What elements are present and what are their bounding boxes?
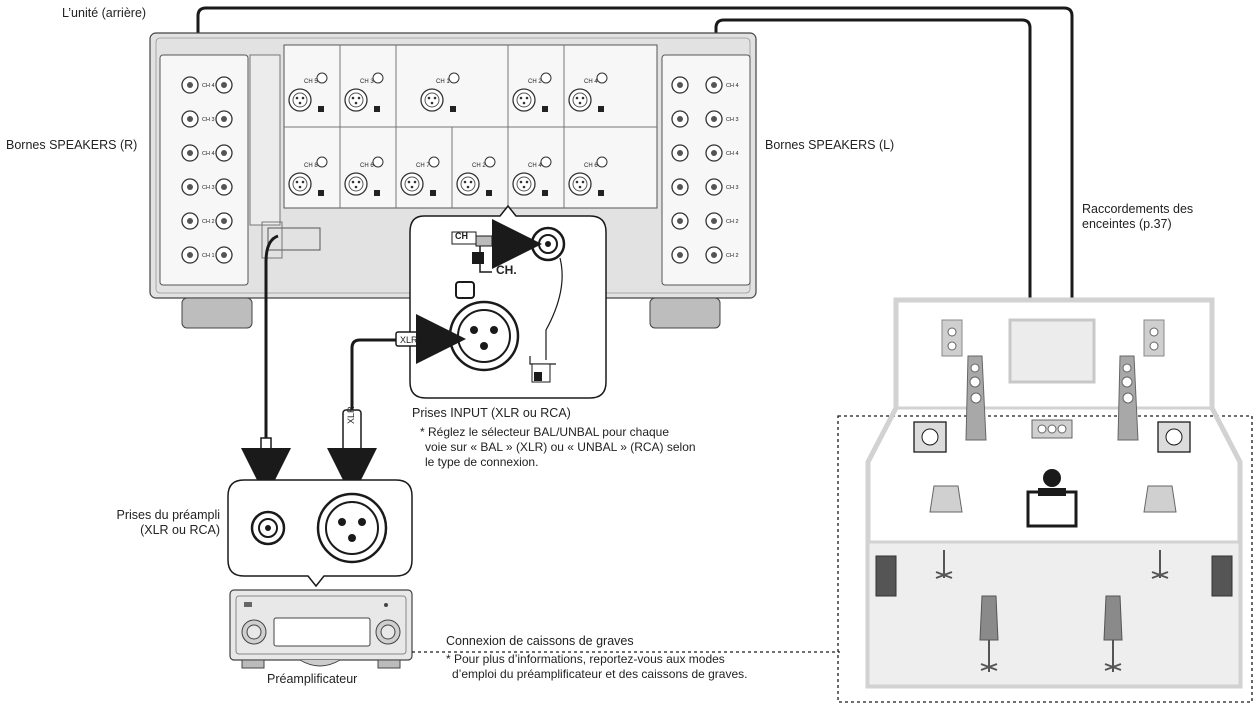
speaker-terminal-pair: CH 3 (181, 110, 233, 128)
terminal-label: CH 3 (202, 117, 215, 123)
speaker-terminal-pair: CH 2 (671, 246, 739, 264)
terminal-label: CH 4 (726, 151, 739, 157)
xlr-jack-top: CH 1 (420, 72, 460, 112)
channel-label: CH 3 (360, 79, 374, 85)
listening-room (837, 297, 1253, 703)
xlr-input-row-top: CH 5 CH 3 CH 1 CH 2 CH 4 (288, 72, 608, 112)
speaker-cables (196, 6, 1074, 300)
callout-ch-dot-label: CH. (496, 263, 517, 277)
input-note-line-3: le type de connexion. (425, 455, 539, 469)
callout-ch-tag: CH (455, 231, 468, 241)
speaker-terminal-pair: CH 2 (671, 212, 739, 230)
speaker-connections-label-2: enceintes (p.37) (1082, 217, 1172, 231)
input-note-line-1: * Réglez le sélecteur BAL/UNBAL pour cha… (420, 425, 670, 439)
channel-label: CH 8 (304, 163, 318, 169)
input-jacks-title: Prises INPUT (XLR ou RCA) (412, 406, 571, 420)
terminal-label: CH 2 (202, 219, 215, 225)
preamplifier-device (229, 589, 413, 669)
speaker-terminal-pair: CH 2 (181, 212, 233, 230)
xlr-jack-bottom: CH 6 (344, 156, 384, 196)
speaker-terminal-pair: CH 3 (671, 110, 739, 128)
unit-rear-label: L’unité (arrière) (62, 6, 147, 20)
xlr-jack-top: CH 4 (568, 72, 608, 112)
xlr-jack-top: CH 5 (288, 72, 328, 112)
channel-label: CH 1 (436, 79, 450, 85)
channel-label: CH 4 (584, 79, 598, 85)
preamp-jacks-label-1: Prises du préampli (116, 508, 220, 522)
terminal-label: CH 4 (202, 83, 215, 89)
subwoofer-note-line-1: * Pour plus d’informations, reportez-vou… (446, 652, 725, 666)
channel-label: CH 2 (472, 163, 486, 169)
terminal-label: CH 3 (202, 185, 215, 191)
channel-label: CH 6 (584, 163, 598, 169)
xlr-jack-top: CH 3 (344, 72, 384, 112)
terminal-label: CH 1 (202, 253, 215, 259)
speakers-l-label: Bornes SPEAKERS (L) (765, 138, 895, 152)
channel-label: CH 2 (528, 79, 542, 85)
cable-xlr-label: XLR (346, 406, 356, 424)
subwoofer-note-line-2: d’emploi du préamplificateur et des cais… (452, 667, 748, 681)
speaker-terminal-pair: CH 4 (671, 144, 739, 162)
preamp-jacks-callout (227, 479, 413, 588)
speaker-terminal-pair: CH 3 (181, 178, 233, 196)
speaker-connections-label-1: Raccordements des (1082, 202, 1194, 216)
input-note-line-2: voie sur « BAL » (XLR) ou « UNBAL » (RCA… (425, 440, 696, 454)
xlr-jack-bottom: CH 2 (456, 156, 496, 196)
speaker-terminal-pair: CH 4 (181, 144, 233, 162)
terminal-label: CH 3 (726, 117, 739, 123)
subwoofer-connection-title: Connexion de caissons de graves (446, 634, 634, 648)
xlr-jack-bottom: CH 8 (288, 156, 328, 196)
speaker-terminal-pair: CH 1 (181, 246, 233, 264)
terminal-label: CH 2 (726, 219, 739, 225)
preamp-cables (264, 234, 396, 438)
speaker-terminals-r: CH 4 CH 3 CH 4 CH 3 CH 2 CH 1 (181, 76, 233, 264)
terminal-label: CH 4 (726, 83, 739, 89)
speaker-terminal-pair: CH 4 (181, 76, 233, 94)
channel-label: CH 7 (416, 163, 430, 169)
xlr-jack-bottom: CH 6 (568, 156, 608, 196)
channel-label: CH 5 (304, 79, 318, 85)
xlr-jack-bottom: CH 4 (512, 156, 552, 196)
speaker-terminals-l: CH 4 CH 3 CH 4 CH 3 CH 2 CH 2 (671, 76, 739, 264)
xlr-input-row-bottom: CH 8 CH 6 CH 7 CH 2 CH 4 CH 6 (288, 156, 608, 196)
input-callout (409, 204, 607, 399)
speaker-terminal-pair: CH 4 (671, 76, 739, 94)
terminal-label: CH 3 (726, 185, 739, 191)
preamplifier-label: Préamplificateur (267, 672, 358, 686)
preamp-jacks-label-2: (XLR ou RCA) (140, 523, 220, 537)
channel-label: CH 6 (360, 163, 374, 169)
terminal-label: CH 4 (202, 151, 215, 157)
xlr-jack-bottom: CH 7 (400, 156, 440, 196)
callout-xlr-plug-label: XLR (400, 335, 418, 345)
speakers-r-label: Bornes SPEAKERS (R) (6, 138, 138, 152)
terminal-label: CH 2 (726, 253, 739, 259)
xlr-jack-top: CH 2 (512, 72, 552, 112)
speaker-terminal-pair: CH 3 (671, 178, 739, 196)
channel-label: CH 4 (528, 163, 542, 169)
